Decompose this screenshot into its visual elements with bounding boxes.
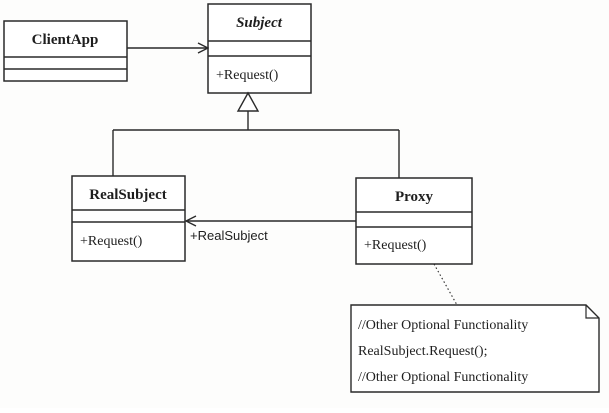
note-anchor-line	[433, 263, 458, 306]
class-method: +Request()	[80, 234, 143, 249]
note-fold	[585, 305, 599, 319]
class-name: RealSubject	[89, 187, 167, 203]
note: //Other Optional Functionality RealSubje…	[350, 304, 600, 393]
class-name: Subject	[236, 15, 283, 31]
class-real-subject: RealSubject +Request()	[71, 175, 186, 262]
class-name: ClientApp	[32, 32, 99, 48]
class-box	[71, 175, 186, 262]
note-line: RealSubject.Request();	[358, 344, 487, 359]
class-box	[3, 20, 128, 82]
class-name: Proxy	[395, 189, 434, 205]
class-subject: Subject +Request()	[207, 3, 312, 94]
note-line: //Other Optional Functionality	[358, 370, 528, 385]
class-proxy: Proxy +Request()	[355, 177, 473, 265]
class-box	[355, 177, 473, 265]
class-method: +Request()	[364, 238, 427, 253]
class-method: +Request()	[216, 68, 279, 83]
note-box	[350, 304, 600, 393]
generalization-connector	[112, 91, 400, 178]
association-label: +RealSubject	[190, 228, 268, 243]
inheritance-triangle	[236, 91, 260, 112]
class-client-app: ClientApp	[3, 20, 128, 82]
note-line: //Other Optional Functionality	[358, 318, 528, 333]
